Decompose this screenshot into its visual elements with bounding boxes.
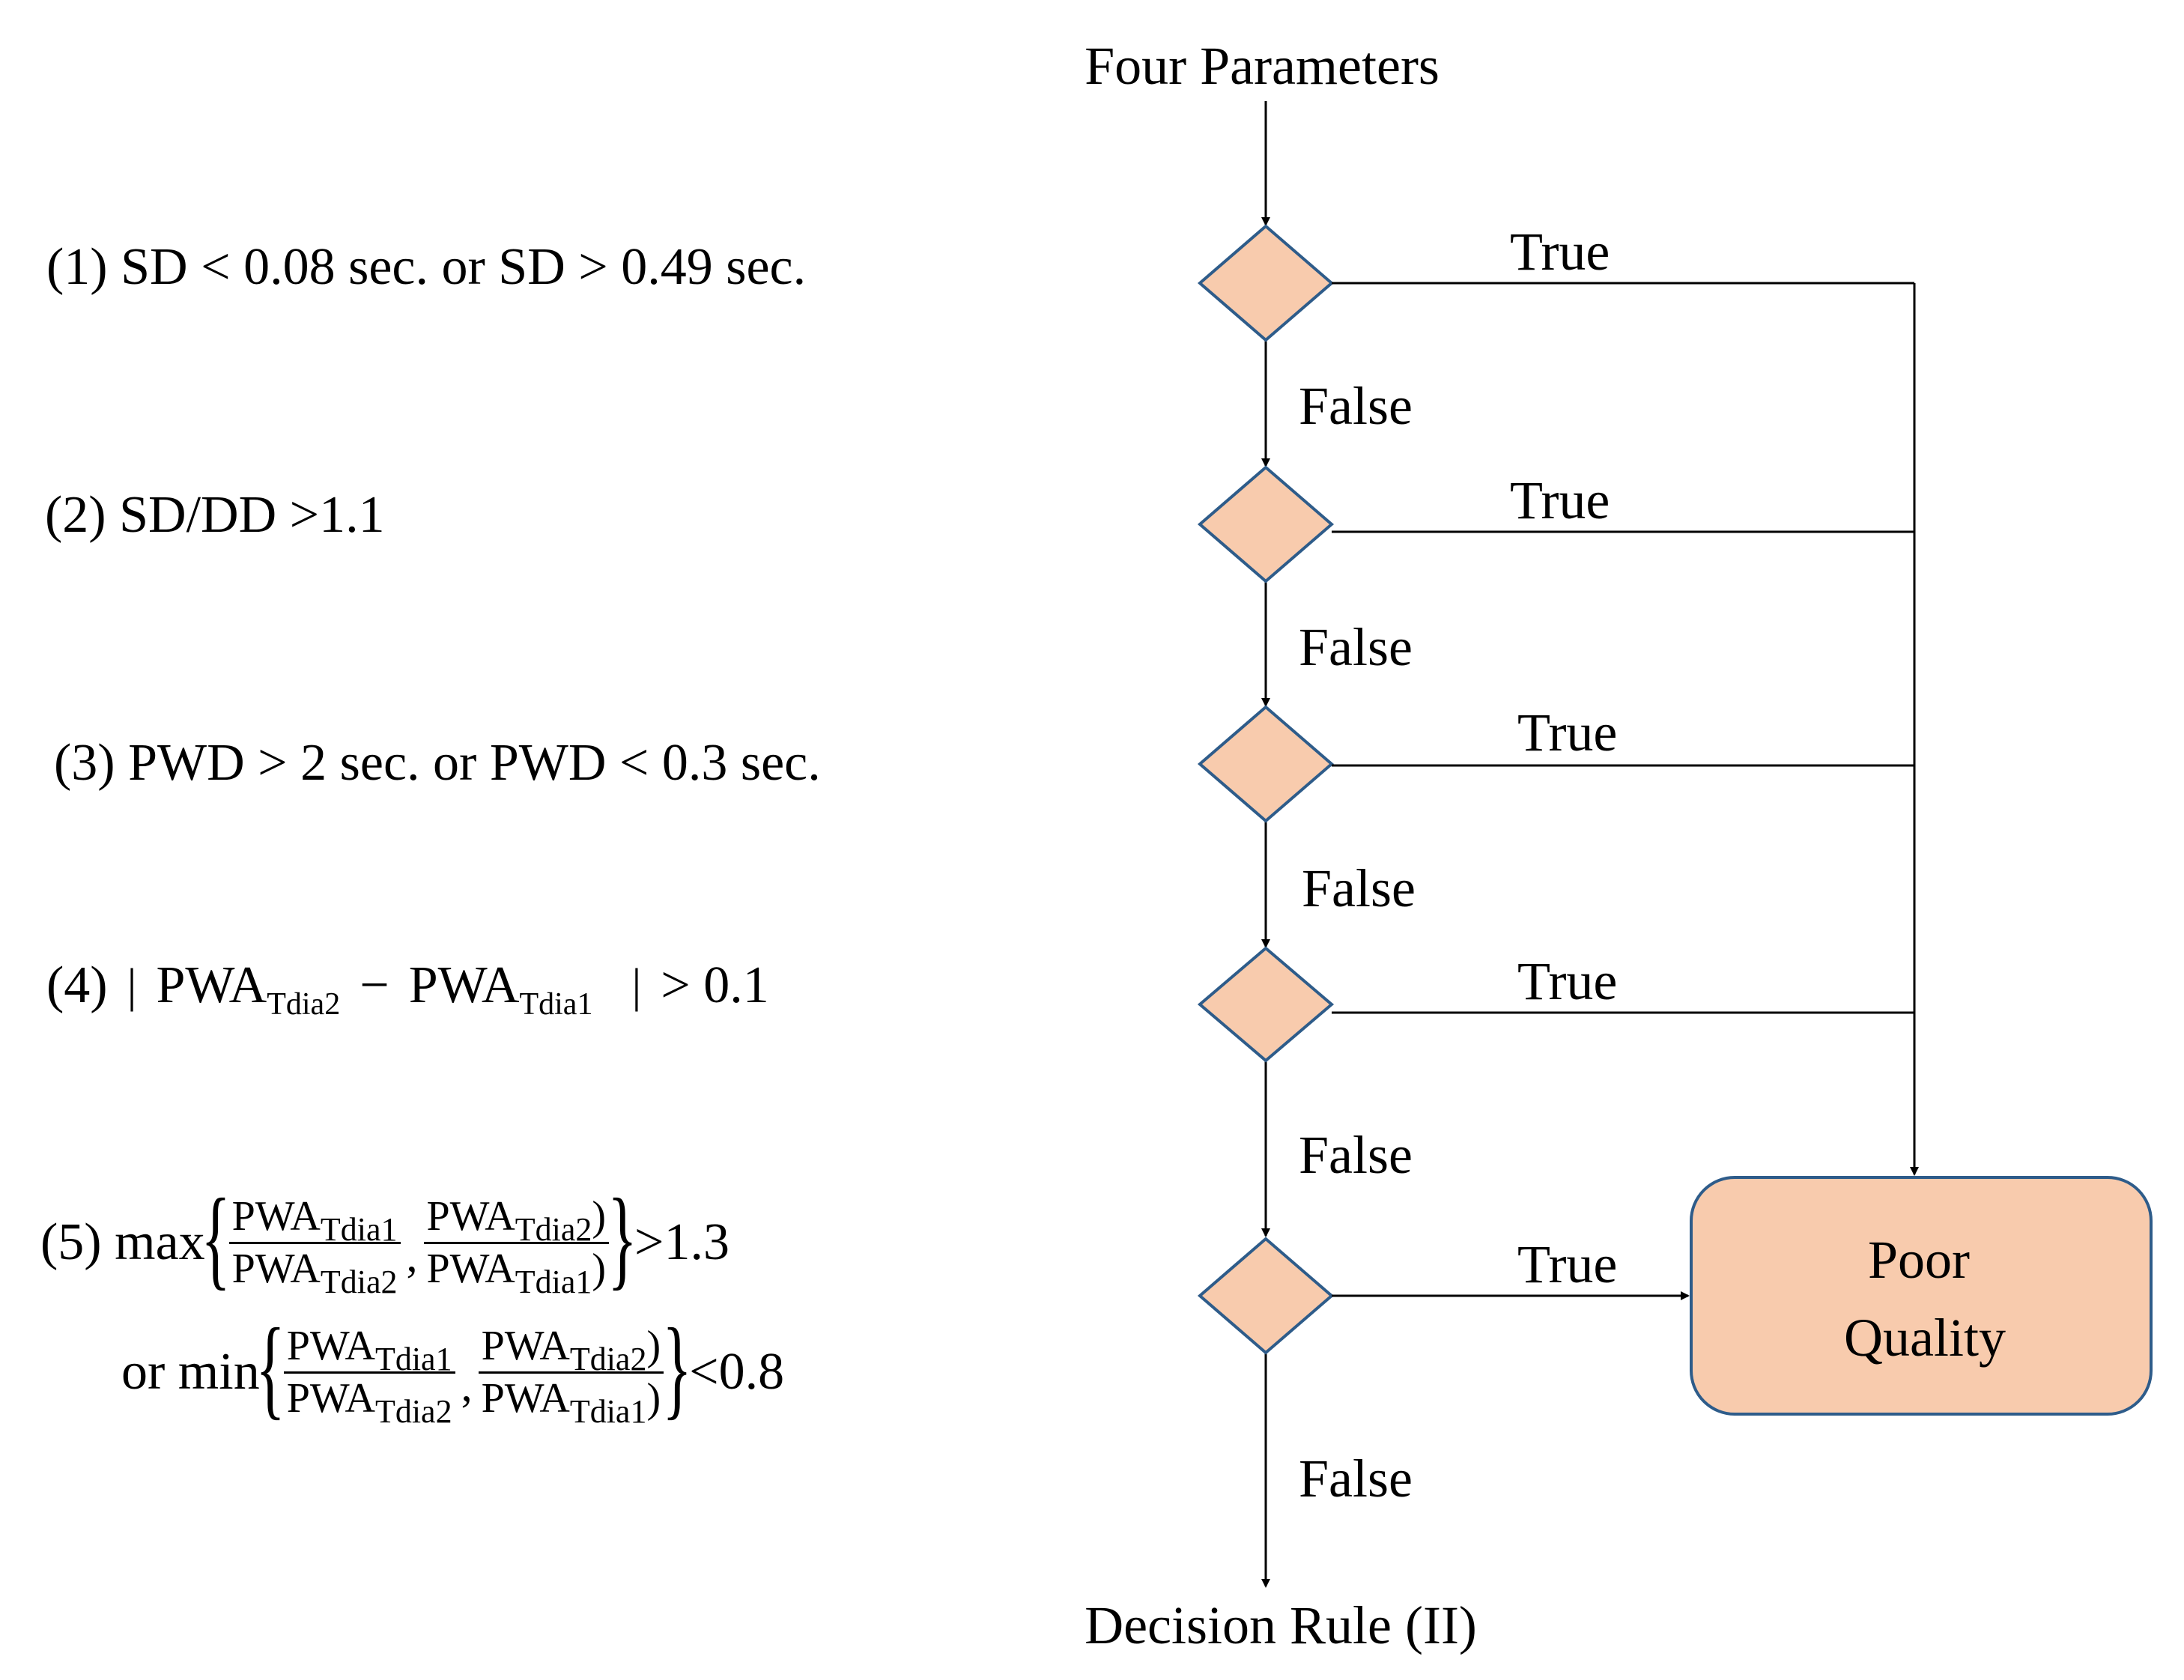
fraction-3: PWATdia1 PWATdia2 — [283, 1323, 455, 1428]
false-label-1: False — [1299, 376, 1413, 436]
poor-quality-box — [1690, 1176, 2153, 1416]
decision-diamond-3 — [1197, 705, 1335, 823]
fraction-2: PWATdia2) PWATdia1) — [423, 1194, 610, 1298]
condition-3: (3) PWD > 2 sec. or PWD < 0.3 sec. — [54, 734, 821, 792]
pwa-term-1: PWATdia2 — [156, 956, 341, 1022]
condition-1: (1) SD < 0.08 sec. or SD > 0.49 sec. — [46, 238, 807, 296]
condition-5-max: (5) max { PWATdia1 PWATdia2 , PWATdia2) … — [40, 1176, 730, 1300]
fraction-4: PWATdia2) PWATdia1) — [478, 1323, 664, 1428]
true-label-2: True — [1510, 470, 1610, 530]
false-label-3: False — [1302, 858, 1416, 918]
condition-4-prefix: (4) — [46, 956, 108, 1014]
decision-diamond-2 — [1197, 465, 1335, 583]
left-brace-2: { — [255, 1306, 285, 1430]
condition-5-prefix2: or min — [121, 1343, 260, 1401]
true-label-3: True — [1517, 703, 1617, 762]
false-label-5: False — [1299, 1449, 1413, 1508]
start-label: Four Parameters — [1085, 36, 1440, 96]
false-label-4: False — [1299, 1125, 1413, 1185]
true-label-4: True — [1517, 951, 1617, 1011]
decision-diamond-5 — [1197, 1237, 1335, 1355]
pwa-term-2: PWATdia1 — [408, 956, 593, 1022]
fraction-1: PWATdia1 PWATdia2 — [228, 1194, 401, 1298]
end-label: Decision Rule (II) — [1085, 1595, 1477, 1655]
condition-5-min-threshold: <0.8 — [689, 1343, 785, 1401]
false-label-2: False — [1299, 617, 1413, 677]
true-label-1: True — [1510, 222, 1610, 282]
condition-5-prefix: (5) max — [40, 1213, 205, 1271]
minus-sign: − — [360, 956, 389, 1014]
decision-diamond-1 — [1197, 224, 1335, 342]
abs-bar-left: | — [127, 959, 137, 1012]
poor-quality-label-line2: Quality — [1844, 1308, 2006, 1368]
left-brace: { — [200, 1176, 231, 1300]
abs-bar-right: | — [631, 959, 642, 1012]
condition-5-min: or min { PWATdia1 PWATdia2 , PWATdia2) P… — [121, 1306, 785, 1430]
right-brace-2: } — [662, 1306, 692, 1430]
condition-2: (2) SD/DD >1.1 — [45, 486, 385, 544]
condition-4: (4) | PWATdia2 − PWATdia1 | > 0.1 — [46, 956, 769, 1022]
poor-quality-label-line1: Poor — [1868, 1230, 1970, 1290]
decision-diamond-4 — [1197, 946, 1335, 1063]
condition-5-max-threshold: >1.3 — [634, 1213, 730, 1271]
condition-4-suffix: > 0.1 — [661, 956, 769, 1014]
right-brace: } — [607, 1176, 637, 1300]
true-label-5: True — [1517, 1234, 1617, 1294]
